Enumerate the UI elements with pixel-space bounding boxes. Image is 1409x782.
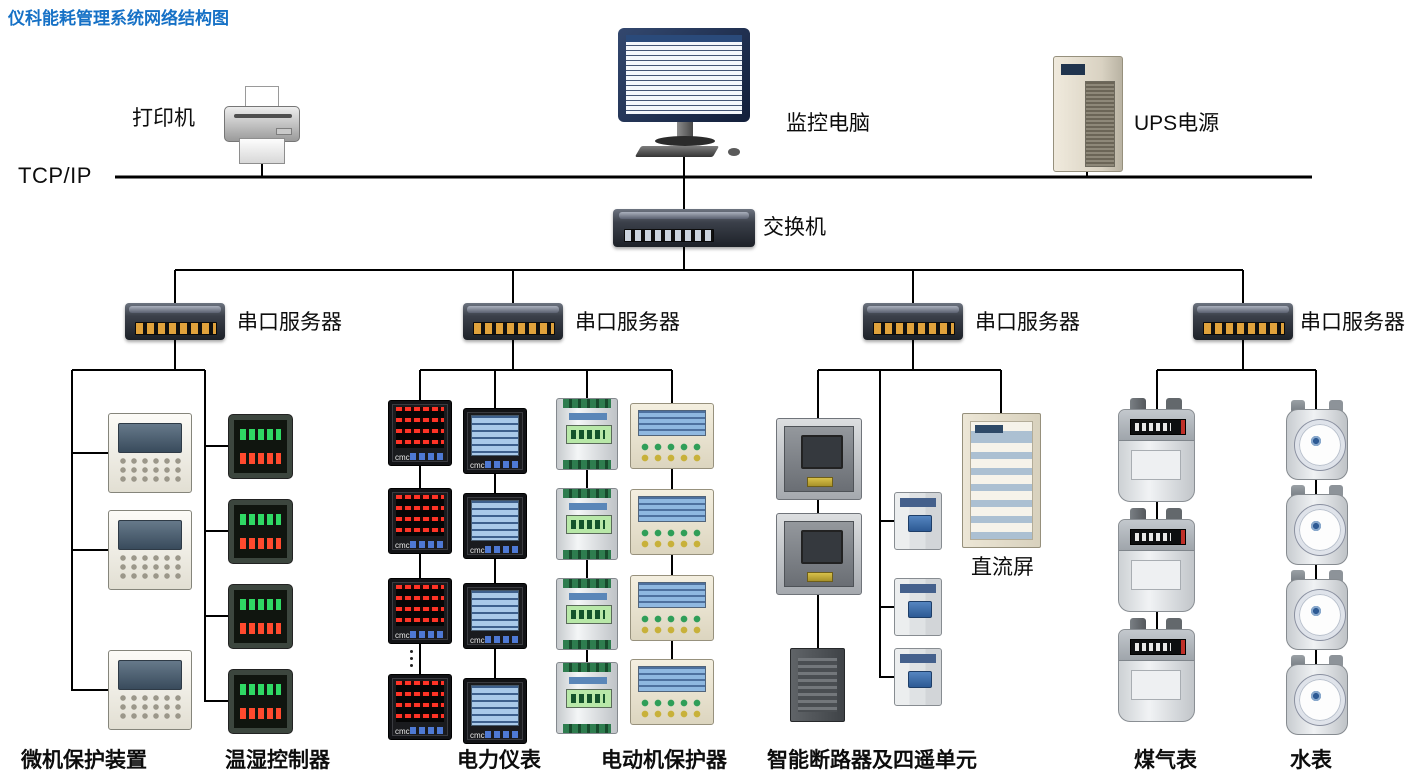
breaker-badge (807, 572, 833, 582)
din-rail-meter-icon (556, 398, 618, 470)
din-rail-meter-icon (556, 488, 618, 560)
meter-brand: cmc (470, 636, 485, 645)
dc-panel-cabinet-icon (962, 413, 1041, 548)
gas-meter-plate (1131, 560, 1181, 590)
breaker-badge (807, 477, 833, 487)
switch-icon (613, 209, 755, 247)
mouse-icon (728, 148, 740, 156)
water-meter-icon (1283, 485, 1351, 565)
serial-server-icon (1193, 303, 1293, 340)
meter-display (396, 407, 444, 448)
serial-server-icon (463, 303, 563, 340)
mini-circuit-breaker-icon (894, 492, 942, 550)
din-rail-meter-icon (556, 578, 618, 650)
power-meter-lcd-icon: cmc (463, 493, 527, 559)
monitor-screen (618, 28, 750, 122)
meter-display (396, 495, 444, 536)
printer-output-tray (239, 138, 285, 164)
diagram-title: 仪科能耗管理系统网络结构图 (8, 9, 229, 28)
protection-device-icon (108, 650, 192, 730)
ellipsis-dots (410, 650, 413, 653)
motor-protector-icon (630, 659, 714, 725)
gas-meter-plate (1131, 670, 1181, 700)
bottom-label-smart-breaker: 智能断路器及四遥单元 (767, 749, 977, 772)
bottom-label-motor-protector: 电动机保护器 (601, 749, 727, 772)
remote-terminal-unit-icon (790, 648, 845, 722)
tcpip-label: TCP/IP (18, 163, 92, 188)
power-meter-led-icon: cmc (388, 674, 452, 740)
power-meter-led-icon: cmc (388, 578, 452, 644)
air-circuit-breaker-icon (776, 418, 862, 500)
dc-panel-label: 直流屏 (971, 556, 1034, 579)
motor-protector-icon (630, 575, 714, 641)
bottom-label-water-meter: 水表 (1290, 749, 1332, 772)
monitor-label: 监控电脑 (786, 112, 870, 135)
water-meter-body (1286, 664, 1348, 735)
serial-server-label: 串口服务器 (1300, 311, 1405, 334)
meter-display (471, 685, 519, 726)
meter-brand: cmc (470, 546, 485, 555)
meter-brand: cmc (395, 631, 410, 640)
bottom-label-protection-device: 微机保护装置 (21, 749, 147, 772)
meter-brand: cmc (395, 453, 410, 462)
temp-humidity-controller-icon (229, 670, 292, 733)
meter-brand: cmc (470, 461, 485, 470)
monitor-stand (677, 122, 693, 138)
power-meter-lcd-icon: cmc (463, 678, 527, 744)
gas-meter-plate (1131, 450, 1181, 480)
water-meter-body (1286, 494, 1348, 565)
meter-display (471, 500, 519, 541)
meter-display (471, 415, 519, 456)
mini-circuit-breaker-icon (894, 648, 942, 706)
meter-brand: cmc (395, 727, 410, 736)
monitor-icon (610, 28, 760, 160)
gas-meter-icon (1118, 508, 1195, 612)
temp-humidity-controller-icon (229, 500, 292, 563)
printer-icon (224, 86, 300, 166)
serial-server-label: 串口服务器 (975, 311, 1080, 334)
protection-device-icon (108, 510, 192, 590)
serial-server-icon (125, 303, 225, 340)
water-meter-icon (1283, 570, 1351, 650)
mini-circuit-breaker-icon (894, 578, 942, 636)
monitor-base (655, 136, 715, 146)
water-meter-icon (1283, 400, 1351, 480)
power-meter-led-icon: cmc (388, 400, 452, 466)
bottom-label-gas-meter: 煤气表 (1134, 749, 1197, 772)
switch-label: 交换机 (763, 216, 826, 239)
meter-display (396, 681, 444, 722)
temp-humidity-controller-icon (229, 415, 292, 478)
water-meter-body (1286, 409, 1348, 480)
meter-brand: cmc (470, 731, 485, 740)
printer-body (224, 106, 300, 142)
meter-brand: cmc (395, 541, 410, 550)
protection-device-icon (108, 413, 192, 493)
serial-server-label: 串口服务器 (575, 311, 680, 334)
power-meter-lcd-icon: cmc (463, 408, 527, 474)
meter-display (471, 590, 519, 631)
water-meter-icon (1283, 655, 1351, 735)
serial-server-icon (863, 303, 963, 340)
ups-label: UPS电源 (1134, 112, 1220, 135)
air-circuit-breaker-icon (776, 513, 862, 595)
din-rail-meter-icon (556, 662, 618, 734)
power-meter-lcd-icon: cmc (463, 583, 527, 649)
motor-protector-icon (630, 489, 714, 555)
meter-display (396, 585, 444, 626)
gas-meter-icon (1118, 398, 1195, 502)
temp-humidity-controller-icon (229, 585, 292, 648)
bottom-label-power-meter: 电力仪表 (457, 749, 541, 772)
water-meter-body (1286, 579, 1348, 650)
serial-server-label: 串口服务器 (237, 311, 342, 334)
power-meter-led-icon: cmc (388, 488, 452, 554)
motor-protector-icon (630, 403, 714, 469)
bottom-label-temp-humidity: 温湿控制器 (225, 749, 330, 772)
gas-meter-icon (1118, 618, 1195, 722)
printer-label: 打印机 (132, 107, 195, 130)
ups-icon (1053, 56, 1123, 172)
keyboard-icon (634, 146, 720, 157)
